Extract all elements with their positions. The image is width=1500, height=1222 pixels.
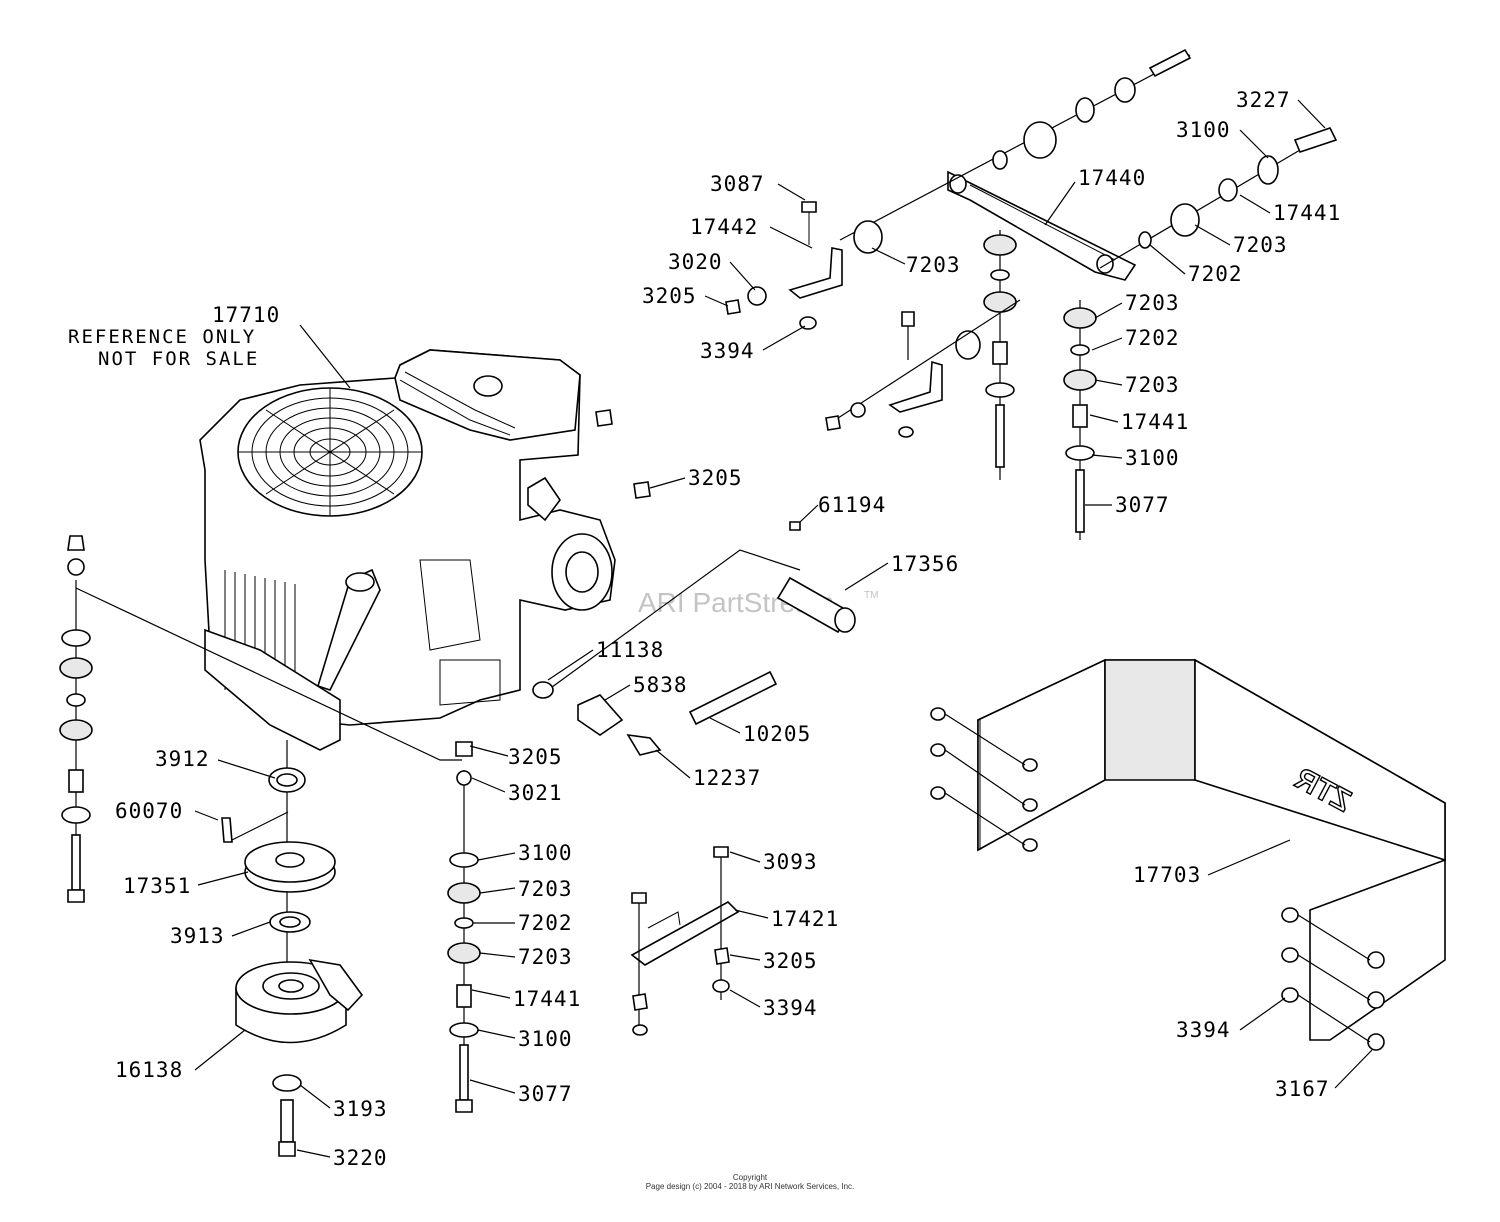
- callout-label: 3205: [688, 466, 743, 490]
- callout-label: 3193: [333, 1097, 388, 1121]
- callout-label: 7202: [1125, 326, 1180, 350]
- callout-label: 10205: [743, 722, 811, 746]
- footer-copyright: Copyright: [732, 1173, 768, 1182]
- reference-line1: REFERENCE ONLY: [68, 326, 256, 348]
- callout-label: 3394: [700, 339, 755, 363]
- callout-label: 5838: [633, 673, 688, 697]
- callout-label: 3912: [155, 747, 210, 771]
- callout-label: 3167: [1275, 1077, 1330, 1101]
- left-mount-stack: [59, 535, 462, 903]
- callout-label: 17440: [1078, 166, 1146, 190]
- callout-label: 3021: [508, 781, 563, 805]
- callout-label: 12237: [693, 766, 761, 790]
- callout-label: 17441: [1121, 410, 1189, 434]
- callout-label: 17356: [891, 552, 959, 576]
- callout-label: 3220: [333, 1146, 388, 1170]
- callout-label: 3394: [763, 996, 818, 1020]
- callout-label: 3100: [518, 841, 573, 865]
- callout-label: 17351: [123, 874, 191, 898]
- callout-label: 3077: [1115, 493, 1170, 517]
- callout-label: 17441: [513, 987, 581, 1011]
- callout-label: 3913: [170, 924, 225, 948]
- callout-label: 11138: [596, 638, 664, 662]
- callout-label: 7203: [906, 253, 961, 277]
- callout-label: 3100: [1176, 118, 1231, 142]
- callout-label: 7202: [518, 911, 573, 935]
- callout-label: 7203: [1125, 373, 1180, 397]
- callout-label: 3087: [710, 172, 765, 196]
- callout-label: 3227: [1236, 88, 1291, 112]
- callout-label: 3205: [642, 284, 697, 308]
- watermark-tm: TM: [864, 590, 878, 601]
- callout-label: 3100: [1125, 446, 1180, 470]
- callout-label: 3093: [763, 850, 818, 874]
- bracket-17421: [630, 846, 740, 1036]
- callout-label: 3205: [763, 949, 818, 973]
- callout-label: 17421: [771, 907, 839, 931]
- engine-17710: [199, 349, 616, 751]
- callout-label: 60070: [115, 799, 183, 823]
- callout-label: 7203: [1125, 291, 1180, 315]
- callout-label: 16138: [115, 1058, 183, 1082]
- middle-mount-stack: [447, 741, 481, 1113]
- callout-label: 3020: [668, 250, 723, 274]
- callout-label: 7203: [518, 945, 573, 969]
- callout-label: 7203: [1233, 233, 1288, 257]
- callout-label: 3205: [508, 745, 563, 769]
- crank-stack: [221, 740, 364, 1157]
- drain-assembly: [532, 481, 856, 756]
- callout-label: 3100: [518, 1027, 573, 1051]
- frame-17703: ZTR: [930, 658, 1446, 1051]
- callout-label: 61194: [818, 493, 886, 517]
- upper-bracket-assembly: [725, 48, 1338, 540]
- callout-label: 3077: [518, 1082, 573, 1106]
- callout-label: 17442: [690, 215, 758, 239]
- footer-page-design: Page design (c) 2004 - 2018 by ARI Netwo…: [645, 1182, 855, 1191]
- reference-line2: NOT FOR SALE: [98, 348, 259, 370]
- callout-label: 3394: [1176, 1018, 1231, 1042]
- callout-label: 17703: [1133, 863, 1201, 887]
- callout-label: 7202: [1188, 262, 1243, 286]
- leader-lines: [194, 99, 1373, 1158]
- callout-label: 17441: [1273, 201, 1341, 225]
- callout-label: 7203: [518, 877, 573, 901]
- callout-label-reference: 17710: [212, 303, 280, 327]
- callout-labels: 3227 3100 17440 17441 3087 17442 7203 72…: [115, 88, 1341, 1170]
